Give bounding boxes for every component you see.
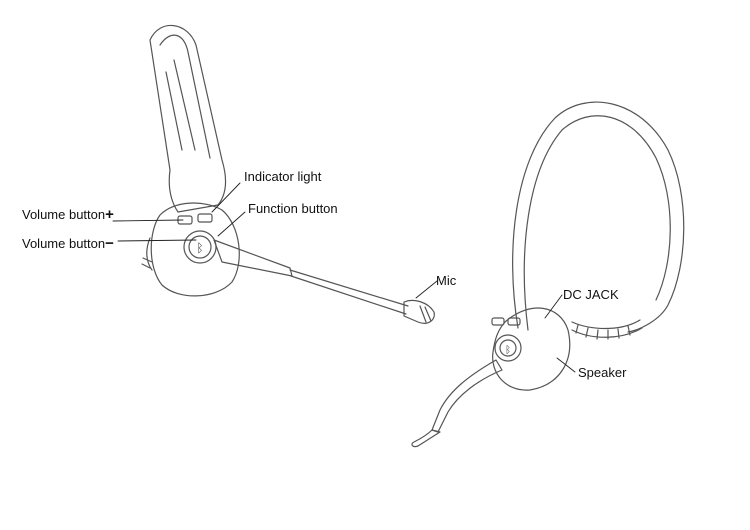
- right-boom: [431, 359, 503, 433]
- right-volume-down-key: [507, 317, 521, 326]
- left-headband: [149, 24, 227, 213]
- volume-down-symbol: −: [105, 235, 114, 252]
- volume-up-symbol: +: [105, 206, 114, 223]
- right-speaker-housing: [492, 307, 571, 391]
- right-volume-up-key: [491, 317, 505, 326]
- left-boom: [213, 239, 293, 277]
- right-headset: [411, 101, 685, 448]
- speaker-label: Speaker: [578, 365, 627, 380]
- indicator-light-label: Indicator light: [244, 169, 322, 184]
- right-function-button: [494, 334, 522, 362]
- function-button-label-prefix: Function: [248, 201, 298, 216]
- function-button-label-suffix: button: [301, 201, 338, 216]
- volume-up-label: Volume button+: [22, 207, 114, 222]
- leader-lines: [112, 182, 576, 373]
- volume-up-label-text: Volume button: [22, 207, 106, 222]
- volume-down-key: [197, 213, 213, 223]
- left-earpiece: [150, 202, 240, 297]
- left-bluetooth-icon: ᛒ: [196, 241, 203, 255]
- volume-down-label: Volume button−: [22, 236, 114, 251]
- dc-jack-label: DC JACK: [563, 287, 619, 302]
- left-mic-head: [403, 299, 435, 324]
- right-bluetooth-icon: ᛒ: [505, 345, 511, 356]
- right-headband: [512, 101, 685, 333]
- function-button-label: Function button: [248, 202, 338, 215]
- volume-down-label-text: Volume button: [22, 236, 106, 251]
- mic-label: Mic: [436, 273, 457, 288]
